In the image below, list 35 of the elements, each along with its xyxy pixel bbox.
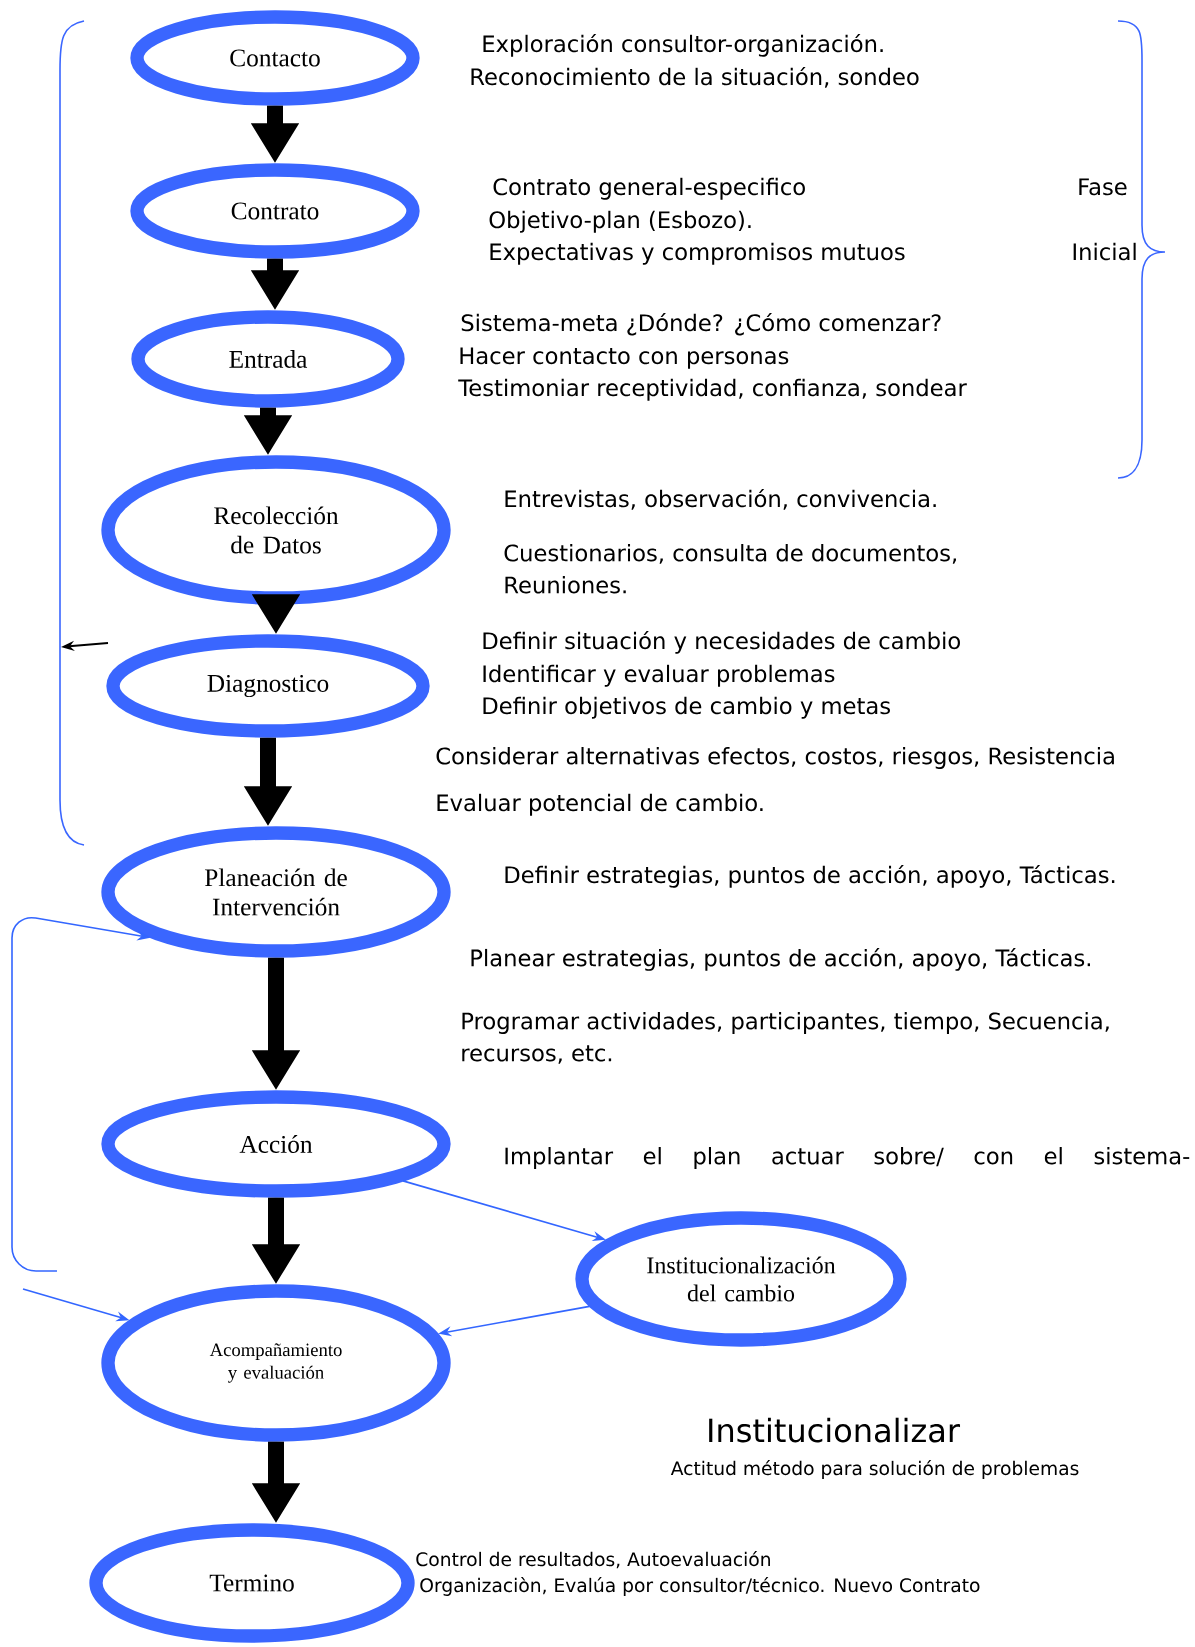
description-text: Testimoniar receptividad, confianza, sondear <box>458 378 967 401</box>
ellipse-node: Entrada <box>131 310 405 408</box>
description-text: Sistema-meta ¿Dónde? ¿Cómo comenzar? <box>461 312 941 336</box>
description-text: Control de resultados, Autoevaluación <box>416 1551 770 1569</box>
description-text: Cuestionarios, consulta de documentos, Reuniones. <box>504 544 956 594</box>
description-text: Planear estrategias, puntos de acción, apoyo, Tácticas. <box>471 948 1090 971</box>
ellipse-node: Recolección de Datos <box>101 455 451 605</box>
description-text: Organizaciòn, Evalúa por consultor/técnico. Nuevo Contrato <box>420 1577 980 1596</box>
description-text: Considerar alternativas efectos, costos, riesgos, Resistencia <box>436 747 1114 769</box>
description-text: Implantar el plan actuar sobre/ con el sistema- <box>505 1147 1190 1169</box>
description-text: Contrato general-especifico <box>493 177 805 200</box>
description-text: Programar actividades, participantes, tiempo, Secuencia, recursos, etc. <box>462 1012 1109 1064</box>
description-text: Identificar y evaluar problemas <box>483 664 835 687</box>
ellipse-node: Institucionalización del cambio <box>575 1211 907 1347</box>
ellipse-node: Termino <box>89 1523 415 1643</box>
ellipse-node: Contrato <box>130 163 420 259</box>
ellipse-node: Contacto <box>130 10 420 106</box>
description-text: Expectativas y compromisos mutuos <box>490 242 905 265</box>
ellipse-node: Diagnostico <box>106 634 430 738</box>
description-text: Exploración consultor-organización. <box>483 33 883 57</box>
description-text: Evaluar potencial de cambio. <box>437 793 763 816</box>
heading-text: Institucionalizar <box>709 1417 961 1443</box>
ellipse-node: Acompañamiento y evaluación <box>101 1284 451 1442</box>
description-text: Hacer contacto con personas <box>460 347 789 369</box>
subheading-text: Actitud método para solución de problemas <box>670 1460 1079 1479</box>
description-text: Reconocimiento de la situación, sondeo <box>471 66 919 88</box>
description-text: Entrevistas, observación, convivencia. <box>505 488 936 510</box>
ellipse-node: Planeación de Intervención <box>101 826 451 958</box>
description-text: Definir situación y necesidades de cambio <box>483 630 960 654</box>
description-text: Definir objetivos de cambio y metas <box>483 696 890 719</box>
ellipse-node: Acción <box>101 1090 451 1198</box>
description-text: Definir estrategias, puntos de acción, apoyo, Tácticas. <box>505 864 1115 888</box>
description-text: Objetivo-plan (Esbozo). <box>489 210 751 233</box>
phase-label: Fase <box>1079 178 1127 196</box>
phase-label: Inicial <box>1073 242 1136 261</box>
